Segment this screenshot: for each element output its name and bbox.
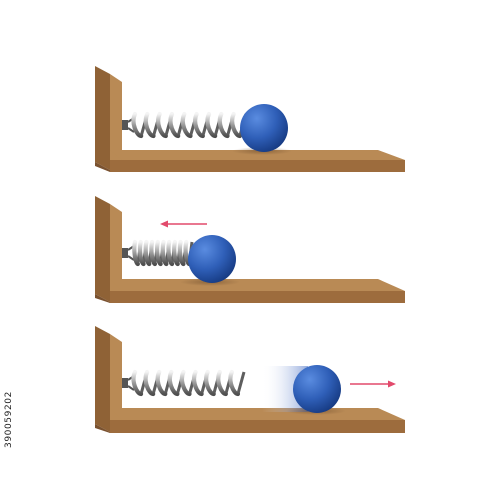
spring-coil-front <box>160 239 169 267</box>
panel-rest <box>95 66 405 172</box>
spring <box>132 239 194 267</box>
spring-coil-front <box>172 239 180 267</box>
wooden-stand <box>95 326 405 433</box>
spring-coil-front <box>132 239 140 267</box>
spring-coil-front <box>179 369 192 397</box>
panel-released <box>95 326 405 433</box>
panel-compressed <box>95 196 405 303</box>
spring-coil-front <box>177 239 186 267</box>
spring-coil-front <box>131 369 144 397</box>
ball <box>240 104 288 152</box>
spring-coil-front <box>166 239 175 267</box>
spring-coil-front <box>230 111 242 139</box>
spring-coil-front <box>156 111 168 139</box>
stock-id-label: 390059202 <box>4 391 14 448</box>
spring-coil-front <box>137 239 146 267</box>
spring-coil-front <box>193 111 205 139</box>
spring-coil-front <box>167 369 180 397</box>
wooden-stand <box>95 66 405 172</box>
arrow-right <box>350 380 396 388</box>
spring-coil-front <box>155 369 168 397</box>
spring-coil-front <box>143 369 156 397</box>
spring-coil-front <box>131 111 144 139</box>
spring <box>131 111 248 139</box>
ball <box>293 365 341 413</box>
ball <box>188 235 236 283</box>
arrow-left <box>160 220 207 228</box>
spring-coil-front <box>143 111 156 139</box>
spring-coil-front <box>205 111 218 139</box>
spring-coil-front <box>217 111 230 139</box>
spring-coil-front <box>204 369 216 397</box>
spring-coil-front <box>143 239 152 267</box>
spring-coil-front <box>149 239 158 267</box>
spring <box>131 369 246 397</box>
spring-coil-front <box>168 111 181 139</box>
spring-coil-front <box>228 369 241 397</box>
spring-coil-front <box>192 369 204 397</box>
spring-coil-front <box>180 111 193 139</box>
wooden-stand <box>95 196 405 303</box>
spring-coil-front <box>216 369 228 397</box>
spring-coil-front <box>155 239 163 267</box>
